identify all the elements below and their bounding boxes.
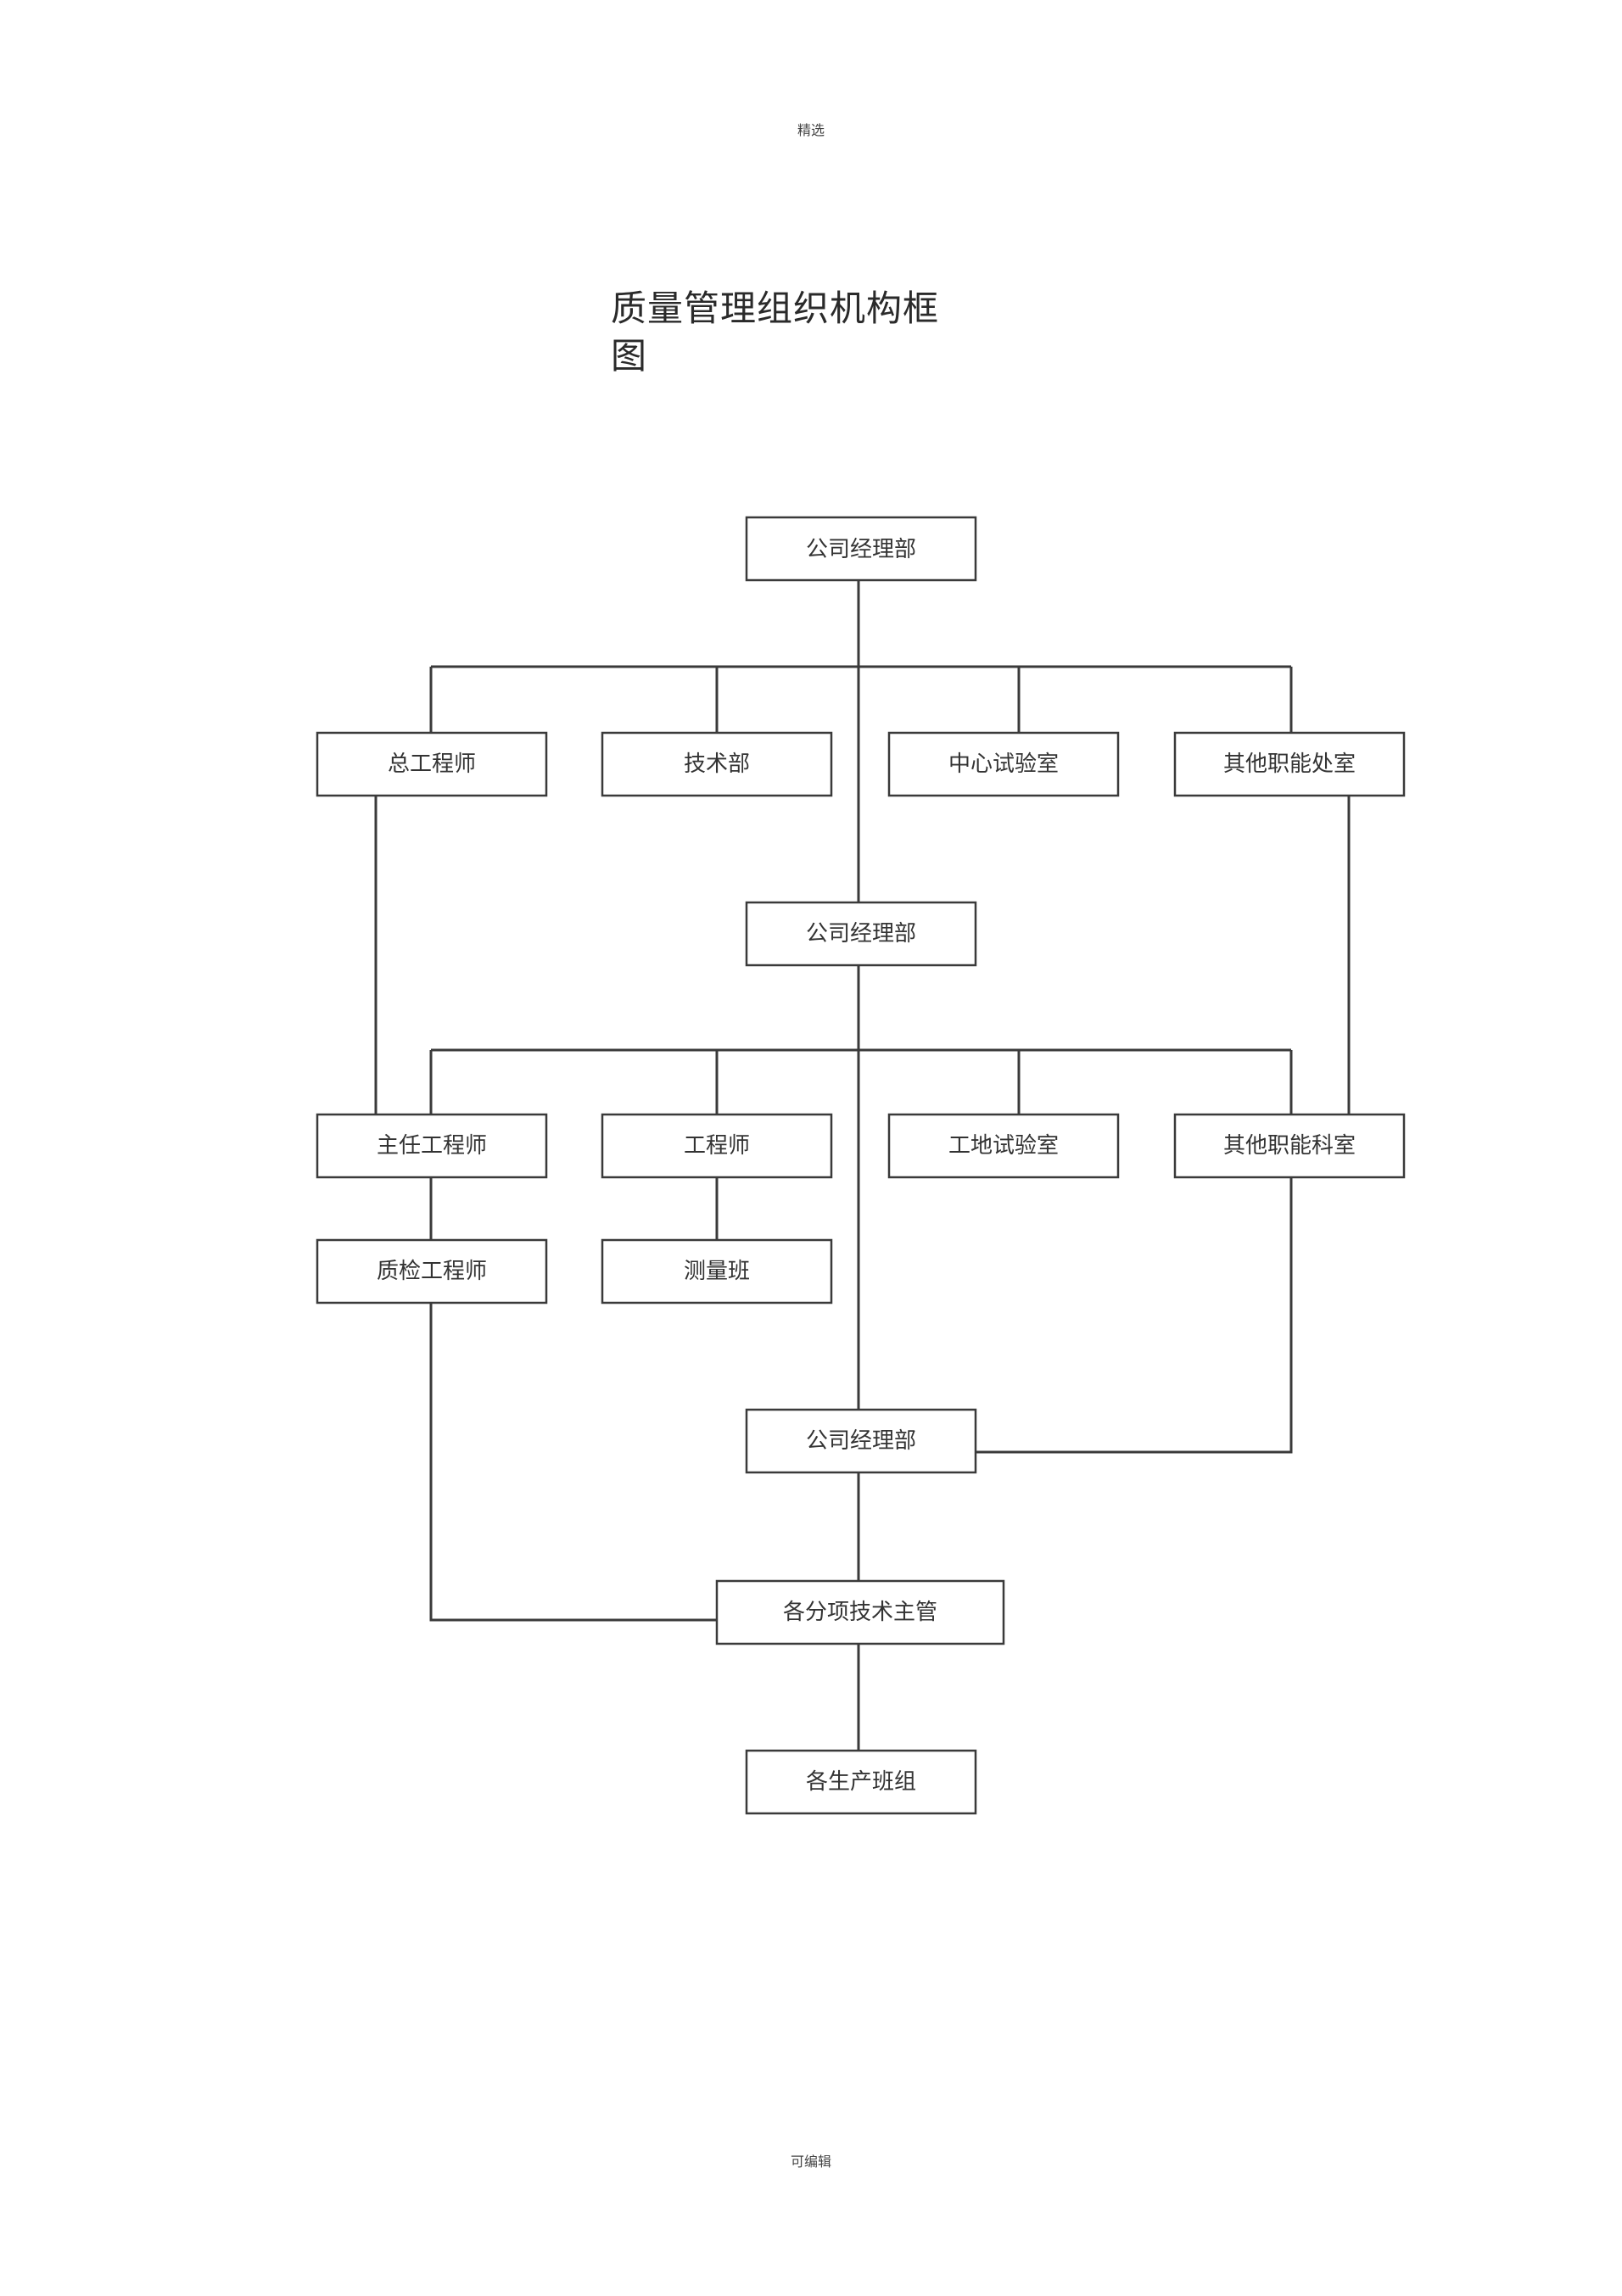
- node-label: 中心试验室: [948, 751, 1059, 777]
- node-label: 工程师: [684, 1133, 750, 1159]
- node-top-dept: 公司经理部: [745, 516, 977, 582]
- node-qc-engineer: 质检工程师: [316, 1238, 548, 1304]
- node-label: 各分项技术主管: [783, 1600, 937, 1625]
- node-label: 其他职能处室: [1223, 751, 1356, 777]
- node-label: 总工程师: [388, 751, 476, 777]
- node-label: 各生产班组: [806, 1769, 916, 1795]
- connector-qc-to-supervisors: [429, 1303, 717, 1622]
- node-other-offices: 其他职能处室: [1173, 731, 1406, 797]
- node-label: 工地试验室: [948, 1133, 1059, 1159]
- page-title: 质量管理组织机构框图: [611, 288, 940, 377]
- node-label: 公司经理部: [806, 1428, 916, 1454]
- node-label: 技术部: [684, 751, 750, 777]
- node-label: 其他职能科室: [1223, 1133, 1356, 1159]
- node-lead-engineer: 主任工程师: [316, 1113, 548, 1179]
- node-label: 主任工程师: [377, 1133, 487, 1159]
- node-project-dept: 公司经理部: [745, 1408, 977, 1474]
- node-site-dept: 公司经理部: [745, 901, 977, 967]
- node-tech-supervisors: 各分项技术主管: [715, 1579, 1005, 1645]
- node-central-lab: 中心试验室: [887, 731, 1120, 797]
- connector-sections-to-project: [976, 1177, 1293, 1454]
- node-label: 质检工程师: [377, 1259, 487, 1284]
- node-engineer: 工程师: [601, 1113, 833, 1179]
- node-chief-engineer: 总工程师: [316, 731, 548, 797]
- footer-watermark: 可编辑: [791, 2154, 832, 2170]
- node-tech-dept: 技术部: [601, 731, 833, 797]
- header-watermark: 精选: [797, 122, 825, 138]
- node-label: 测量班: [684, 1259, 750, 1284]
- node-other-sections: 其他职能科室: [1173, 1113, 1406, 1179]
- connector-lines: [374, 580, 1351, 1751]
- node-label: 公司经理部: [806, 921, 916, 947]
- node-survey-team: 测量班: [601, 1238, 833, 1304]
- node-label: 公司经理部: [806, 537, 916, 562]
- node-site-lab: 工地试验室: [887, 1113, 1120, 1179]
- node-production-teams: 各生产班组: [745, 1749, 977, 1815]
